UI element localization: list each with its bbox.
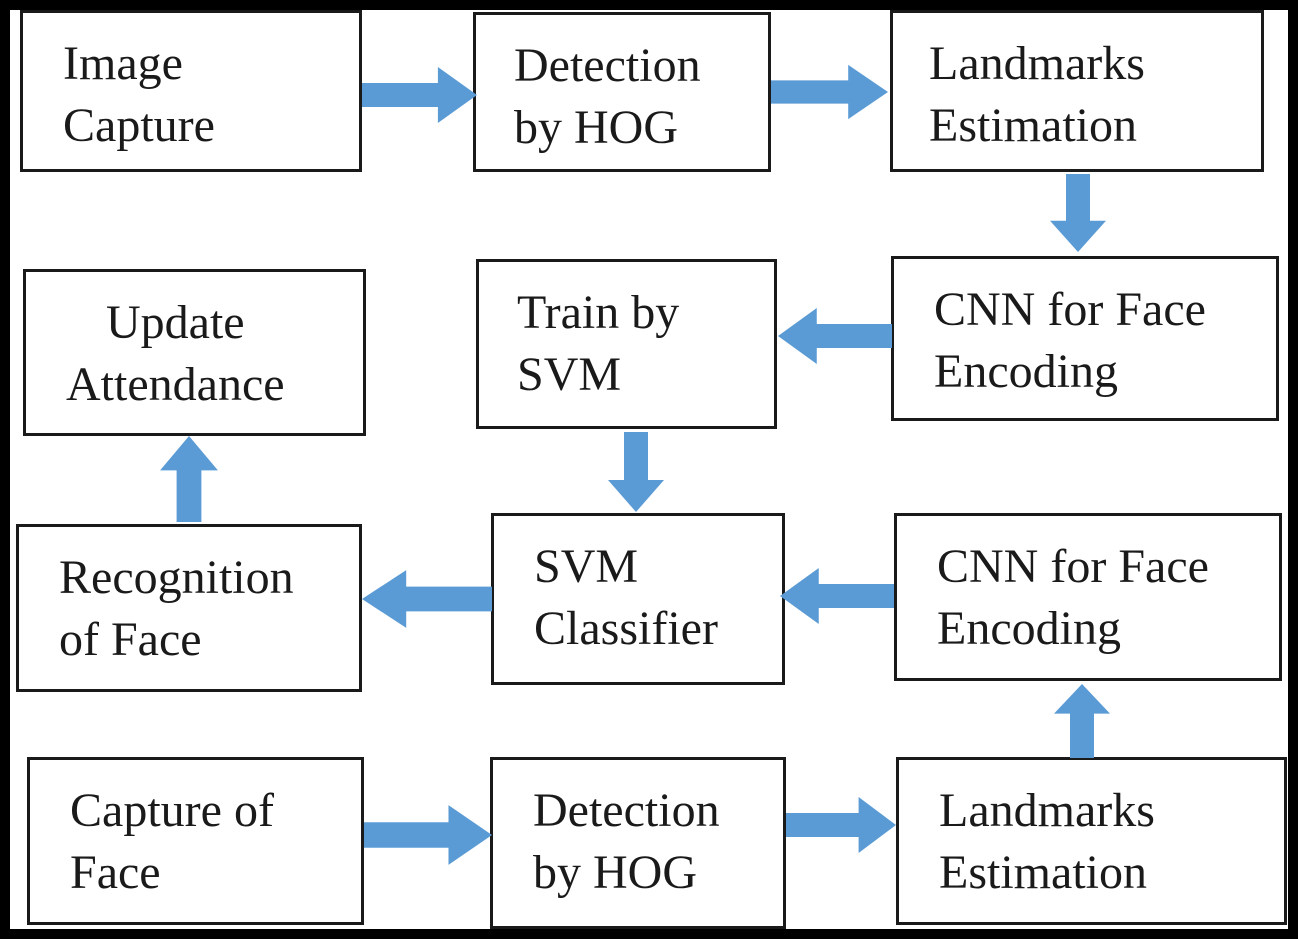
arrow-left-icon (780, 566, 894, 626)
arrow-right-icon (771, 63, 888, 121)
node-label-line2: by HOG (533, 846, 697, 899)
svm-classifier-node: SVM Classifier (491, 513, 785, 685)
detection-by-hog-bottom-node: Detection by HOG (490, 757, 786, 929)
node-label-line2: Encoding (934, 345, 1118, 398)
node-label-line2: Attendance (66, 358, 285, 411)
node-label-line1: CNN for Face (934, 283, 1206, 336)
node-label-line1: Recognition (59, 551, 294, 604)
cnn-face-encoding-top-node: CNN for Face Encoding (891, 256, 1279, 421)
node-label-line1: Image (63, 37, 183, 90)
node-label-line2: Estimation (939, 846, 1147, 899)
node-label-line1: Landmarks (939, 784, 1155, 837)
landmarks-estimation-bottom-node: Landmarks Estimation (896, 757, 1287, 925)
arrow-left-icon (362, 568, 492, 630)
cnn-face-encoding-bottom-node: CNN for Face Encoding (894, 513, 1282, 681)
recognition-of-face-node: Recognition of Face (16, 524, 362, 692)
node-label-line2: by HOG (514, 101, 678, 154)
update-attendance-node: Update Attendance (23, 269, 366, 436)
flowchart-canvas: Image Capture Detection by HOG Landmarks… (10, 10, 1288, 929)
node-label-line1: CNN for Face (937, 540, 1209, 593)
arrow-up-icon (1052, 684, 1112, 758)
node-label-line1: Update (106, 296, 245, 349)
node-label-line2: of Face (59, 613, 202, 666)
capture-of-face-node: Capture of Face (27, 757, 364, 925)
arrow-down-icon (1048, 174, 1108, 252)
arrow-up-icon (158, 436, 220, 522)
node-label-line2: Capture (63, 99, 215, 152)
image-capture-node: Image Capture (20, 10, 362, 172)
detection-by-hog-top-node: Detection by HOG (473, 12, 771, 172)
arrow-right-icon (364, 803, 492, 867)
node-label-line1: SVM (534, 540, 639, 593)
node-label-line1: Train by (517, 286, 680, 339)
node-label-line2: SVM (517, 348, 622, 401)
train-by-svm-node: Train by SVM (476, 259, 777, 429)
arrow-left-icon (778, 306, 892, 366)
node-label-line1: Detection (533, 784, 720, 837)
node-label-line2: Estimation (929, 99, 1137, 152)
node-label-line2: Encoding (937, 602, 1121, 655)
node-label-line1: Landmarks (929, 37, 1145, 90)
node-label-line2: Classifier (534, 602, 718, 655)
node-label-line1: Detection (514, 39, 701, 92)
node-label-line1: Capture of (70, 784, 274, 837)
arrow-down-icon (606, 432, 666, 512)
landmarks-estimation-top-node: Landmarks Estimation (890, 10, 1264, 172)
arrow-right-icon (362, 65, 477, 125)
arrow-right-icon (786, 795, 896, 855)
node-label-line2: Face (70, 846, 161, 899)
